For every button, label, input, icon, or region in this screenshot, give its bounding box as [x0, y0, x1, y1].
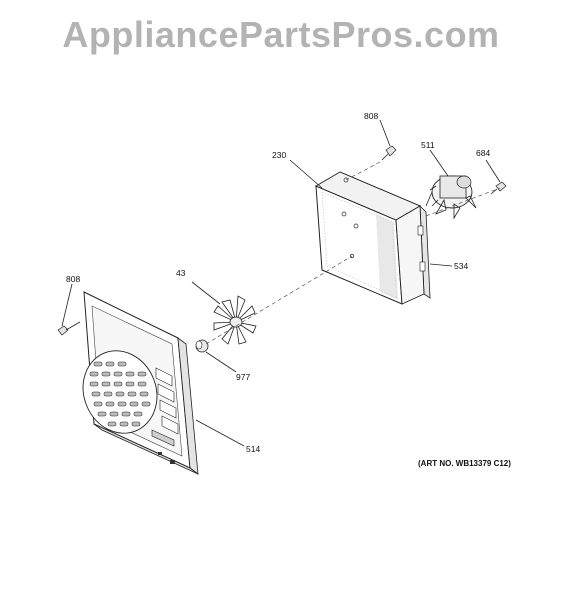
convection-fan-blade [213, 295, 257, 345]
fan-baffle-assembly [82, 291, 199, 475]
label-808-top: 808 [364, 111, 378, 121]
screw-808-left-icon [57, 321, 81, 336]
label-977: 977 [236, 372, 250, 382]
grille-slots [89, 361, 151, 427]
assembly-guide-lines [205, 161, 501, 345]
label-684: 684 [476, 148, 490, 158]
label-534: 534 [454, 261, 468, 271]
convection-fan-motor [425, 175, 477, 220]
label-43: 43 [176, 268, 186, 278]
screw-808-top-icon [381, 145, 397, 161]
label-514: 514 [246, 444, 260, 454]
art-number: (ART NO. WB13379 C12) [418, 459, 511, 468]
leader-lines [61, 119, 501, 447]
fan-nut-icon [195, 339, 209, 353]
watermark-logo: AppliancePartsPros.com [62, 14, 500, 55]
label-230: 230 [272, 150, 286, 160]
part-labels: 808 230 511 684 534 43 808 977 514 (ART … [66, 111, 511, 468]
label-808-left: 808 [66, 274, 80, 284]
label-511: 511 [421, 140, 435, 150]
side-vents [151, 367, 179, 447]
rear-cover-assembly [314, 171, 431, 305]
screw-684-icon [490, 181, 507, 195]
